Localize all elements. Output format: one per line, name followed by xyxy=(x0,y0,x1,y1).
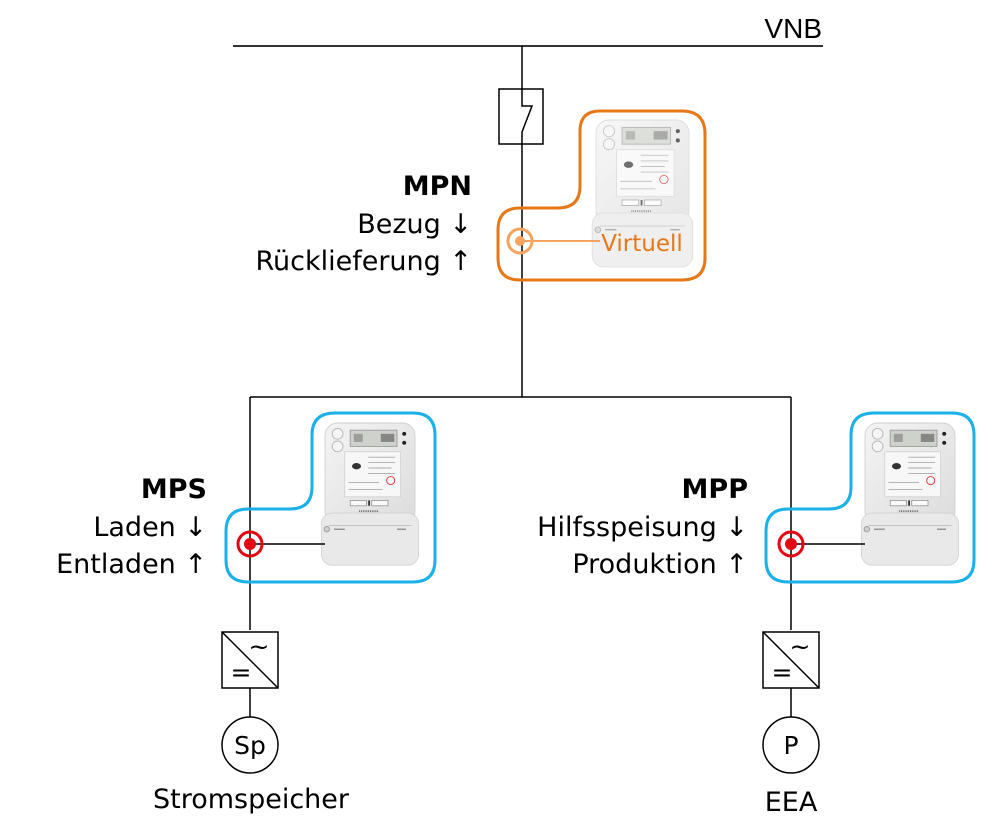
mpn-title: MPN xyxy=(403,171,472,202)
mpp-production-label: Produktion ↑ xyxy=(572,549,748,580)
mpp-meter-outline xyxy=(764,411,976,584)
mps-title: MPS xyxy=(141,474,207,505)
mpp-measuring-point-ring xyxy=(777,530,805,558)
production-inverter-dc-symbol: = xyxy=(772,658,793,687)
mpn-meter-outline xyxy=(496,109,707,282)
mps-meter-device-image xyxy=(320,422,420,567)
mps-measuring-point-dot xyxy=(244,538,256,550)
main-breaker-symbol xyxy=(498,88,544,145)
mps-measuring-point-ring xyxy=(236,530,264,558)
mpn-import-label: Bezug ↓ xyxy=(357,209,472,240)
producer-symbol-circle xyxy=(762,716,820,774)
mpp-measuring-point-dot xyxy=(785,538,797,550)
mpn-virtual-tag: Virtuell xyxy=(601,231,683,257)
mpp-title: MPP xyxy=(682,474,748,505)
mps-meter-group xyxy=(224,411,437,584)
mpp-auxiliary-supply-label: Hilfsspeisung ↓ xyxy=(537,512,748,543)
storage-label: Stromspeicher xyxy=(153,784,350,815)
mpn-meter-group: Virtuell xyxy=(496,109,707,282)
grid-label: VNB xyxy=(764,13,822,44)
mpn-measuring-point-ring xyxy=(506,227,534,255)
producer-symbol-text: P xyxy=(783,731,798,760)
storage-symbol-circle xyxy=(221,716,279,774)
storage-inverter-ac-symbol: ~ xyxy=(249,632,270,661)
storage-symbol-text: Sp xyxy=(234,731,266,760)
storage-inverter-symbol: ~ = xyxy=(221,631,279,689)
mpn-measuring-point-dot xyxy=(515,236,525,246)
mpn-export-label: Rücklieferung ↑ xyxy=(255,246,472,277)
production-inverter-ac-symbol: ~ xyxy=(790,632,811,661)
mps-charge-label: Laden ↓ xyxy=(93,512,207,543)
storage-inverter-dc-symbol: = xyxy=(231,658,252,687)
mps-discharge-label: Entladen ↑ xyxy=(56,549,207,580)
mpp-meter-device-image xyxy=(860,422,960,567)
mps-meter-outline xyxy=(224,411,437,584)
mpp-meter-group xyxy=(764,411,976,584)
producer-label: EEA xyxy=(765,787,818,818)
production-inverter-symbol: ~ = xyxy=(762,631,820,689)
